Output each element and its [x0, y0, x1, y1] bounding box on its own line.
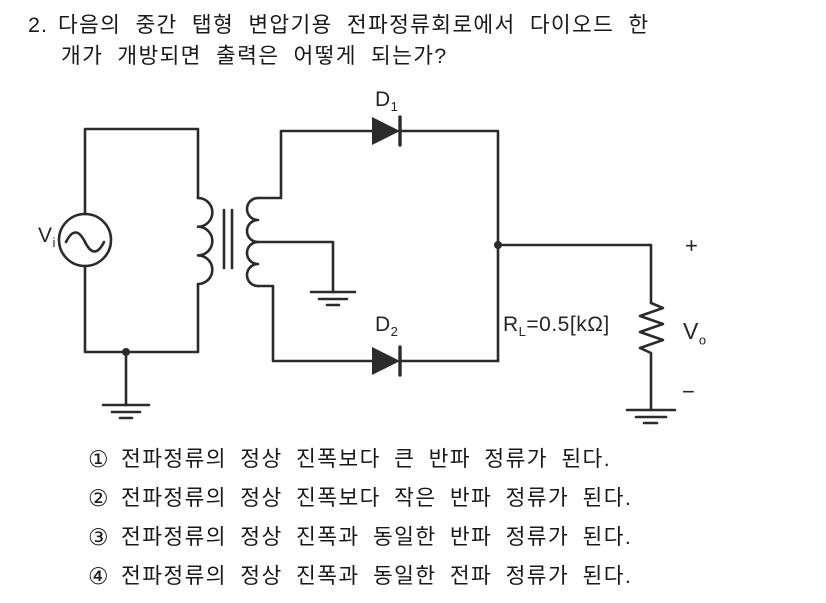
question-line-2: 개가 개방되면 출력은 어떻게 되는가? [61, 44, 448, 68]
primary-loop-wires [83, 127, 200, 354]
input-junction-dot [122, 348, 130, 356]
answer-option-4: ④ 전파정류의 정상 진폭과 동일한 전파 정류가 된다. [88, 564, 632, 589]
output-ground-icon [625, 408, 677, 425]
ac-source-icon [57, 212, 113, 268]
output-junction-dot [494, 241, 502, 249]
question-text-line1: 다음의 중간 탭형 변압기용 전파정류회로에서 다이오드 한 [57, 13, 650, 37]
question-line-1: 2. 다음의 중간 탭형 변압기용 전파정류회로에서 다이오드 한 [28, 8, 650, 39]
diode2-label: D2 [375, 313, 399, 340]
answer-option-1: ① 전파정류의 정상 진폭보다 큰 반파 정류가 된다. [88, 447, 632, 472]
option-1-marker: ① [88, 446, 111, 472]
secondary-bottom-wire [256, 284, 500, 363]
option-2-text: 전파정류의 정상 진폭보다 작은 반파 정류가 된다. [121, 486, 633, 510]
load-label: RL=0.5[kΩ] [503, 313, 610, 340]
option-4-marker: ④ [88, 563, 111, 589]
diode1-label: D1 [375, 88, 399, 115]
load-resistor-icon [496, 243, 677, 425]
answer-option-3: ③ 전파정류의 정상 진폭과 동일한 반파 정류가 된다. [88, 525, 632, 550]
option-4-text: 전파정류의 정상 진폭과 동일한 전파 정류가 된다. [121, 564, 633, 588]
secondary-top-wire [256, 129, 500, 363]
answer-option-2: ② 전파정류의 정상 진폭보다 작은 반파 정류가 된다. [88, 486, 632, 511]
input-ground-icon [101, 350, 151, 420]
diode1-icon [372, 117, 400, 145]
output-voltage-label: Vo [683, 318, 707, 348]
output-plus-sign: + [685, 233, 698, 258]
transformer-icon [196, 196, 260, 288]
option-1-text: 전파정류의 정상 진폭보다 큰 반파 정류가 된다. [121, 447, 612, 471]
source-label: Vi [38, 224, 56, 251]
option-3-text: 전파정류의 정상 진폭과 동일한 반파 정류가 된다. [121, 525, 633, 549]
output-minus-sign: − [682, 379, 695, 404]
diode2-icon [372, 347, 400, 375]
question-number: 2. [28, 13, 48, 37]
option-3-marker: ③ [88, 524, 111, 550]
center-tap-ground-icon [256, 240, 357, 307]
answer-options: ① 전파정류의 정상 진폭보다 큰 반파 정류가 된다. ② 전파정류의 정상 … [88, 447, 632, 603]
option-2-marker: ② [88, 485, 111, 511]
